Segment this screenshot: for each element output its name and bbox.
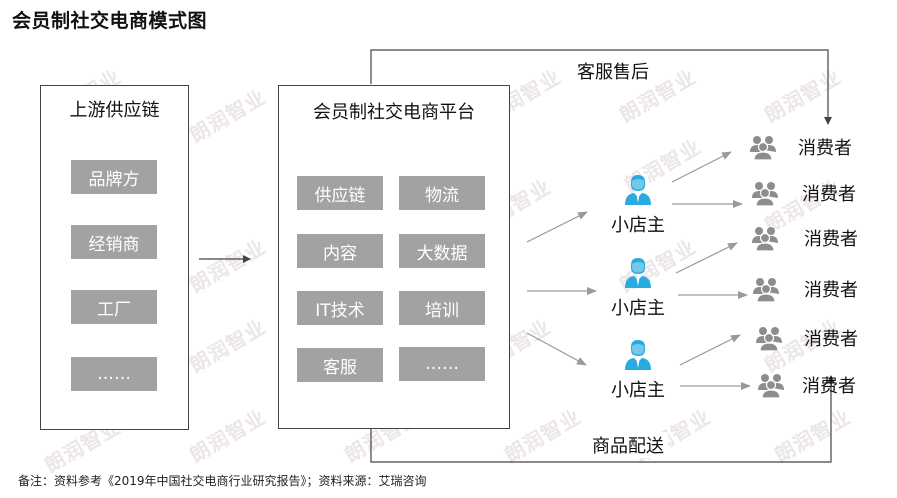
consumer-label: 消费者 [802, 184, 856, 205]
watermark: 朗润智业 [185, 234, 271, 298]
watermark: 朗润智业 [185, 404, 271, 468]
consumer-6: 消费者 [756, 372, 856, 398]
platform-item-logistics: 物流 [399, 176, 485, 210]
footnote: 备注：资料参考《2019年中国社交电商行业研究报告》；资料来源：艾瑞咨询 [18, 474, 427, 488]
person-icon [625, 258, 651, 288]
consumer-3: 消费者 [750, 225, 858, 251]
person-icon [625, 340, 651, 370]
shop-owner-1: 小店主 [603, 173, 673, 237]
consumer-4: 消费者 [751, 276, 858, 302]
upstream-item-brand: 品牌方 [71, 160, 157, 194]
platform-item-training: 培训 [399, 291, 485, 325]
group-icon [758, 374, 784, 398]
watermark: 朗润智业 [500, 404, 586, 468]
group-icon [752, 227, 778, 251]
shop-owner-label: 小店主 [611, 298, 665, 319]
watermark: 朗润智业 [185, 314, 271, 378]
consumer-label: 消费者 [804, 329, 858, 350]
group-icon [753, 278, 779, 302]
shop-owner-3: 小店主 [603, 338, 673, 402]
platform-item-big-data: 大数据 [399, 234, 485, 268]
platform-title: 会员制社交电商平台 [313, 102, 475, 123]
group-icon [752, 182, 778, 206]
group-icon [756, 327, 782, 351]
consumer-1: 消费者 [748, 134, 852, 160]
upstream-title: 上游供应链 [69, 100, 160, 121]
watermark: 朗润智业 [770, 404, 856, 468]
platform-item-customer-service: 客服 [297, 348, 383, 382]
upstream-supply-chain-panel: 上游供应链 品牌方 经销商 工厂 …… [40, 85, 189, 430]
platform-item-more: …… [399, 347, 485, 381]
upstream-item-factory: 工厂 [71, 290, 157, 324]
shop-owner-label: 小店主 [611, 380, 665, 401]
shop-owner-2: 小店主 [603, 256, 673, 320]
product-delivery-label: 商品配送 [588, 432, 668, 458]
watermark: 朗润智业 [185, 84, 271, 148]
consumer-5: 消费者 [754, 325, 858, 351]
group-icon [750, 136, 776, 160]
consumer-2: 消费者 [750, 180, 856, 206]
platform-item-content: 内容 [297, 234, 383, 268]
consumer-label: 消费者 [804, 280, 858, 301]
upstream-item-more: …… [71, 357, 157, 391]
consumer-label: 消费者 [802, 376, 856, 397]
upstream-item-distributor: 经销商 [71, 225, 157, 259]
watermark: 朗润智业 [760, 64, 846, 128]
platform-item-supply-chain: 供应链 [297, 176, 383, 210]
platform-item-it-tech: IT技术 [297, 291, 383, 325]
after-sales-service-label: 客服售后 [573, 58, 653, 84]
consumer-label: 消费者 [804, 229, 858, 250]
consumer-label: 消费者 [798, 138, 852, 159]
diagram-title: 会员制社交电商模式图 [12, 10, 208, 32]
platform-panel: 会员制社交电商平台 供应链 物流 内容 大数据 IT技术 培训 客服 …… [278, 85, 510, 429]
person-icon [625, 175, 651, 205]
shop-owner-label: 小店主 [611, 215, 665, 236]
